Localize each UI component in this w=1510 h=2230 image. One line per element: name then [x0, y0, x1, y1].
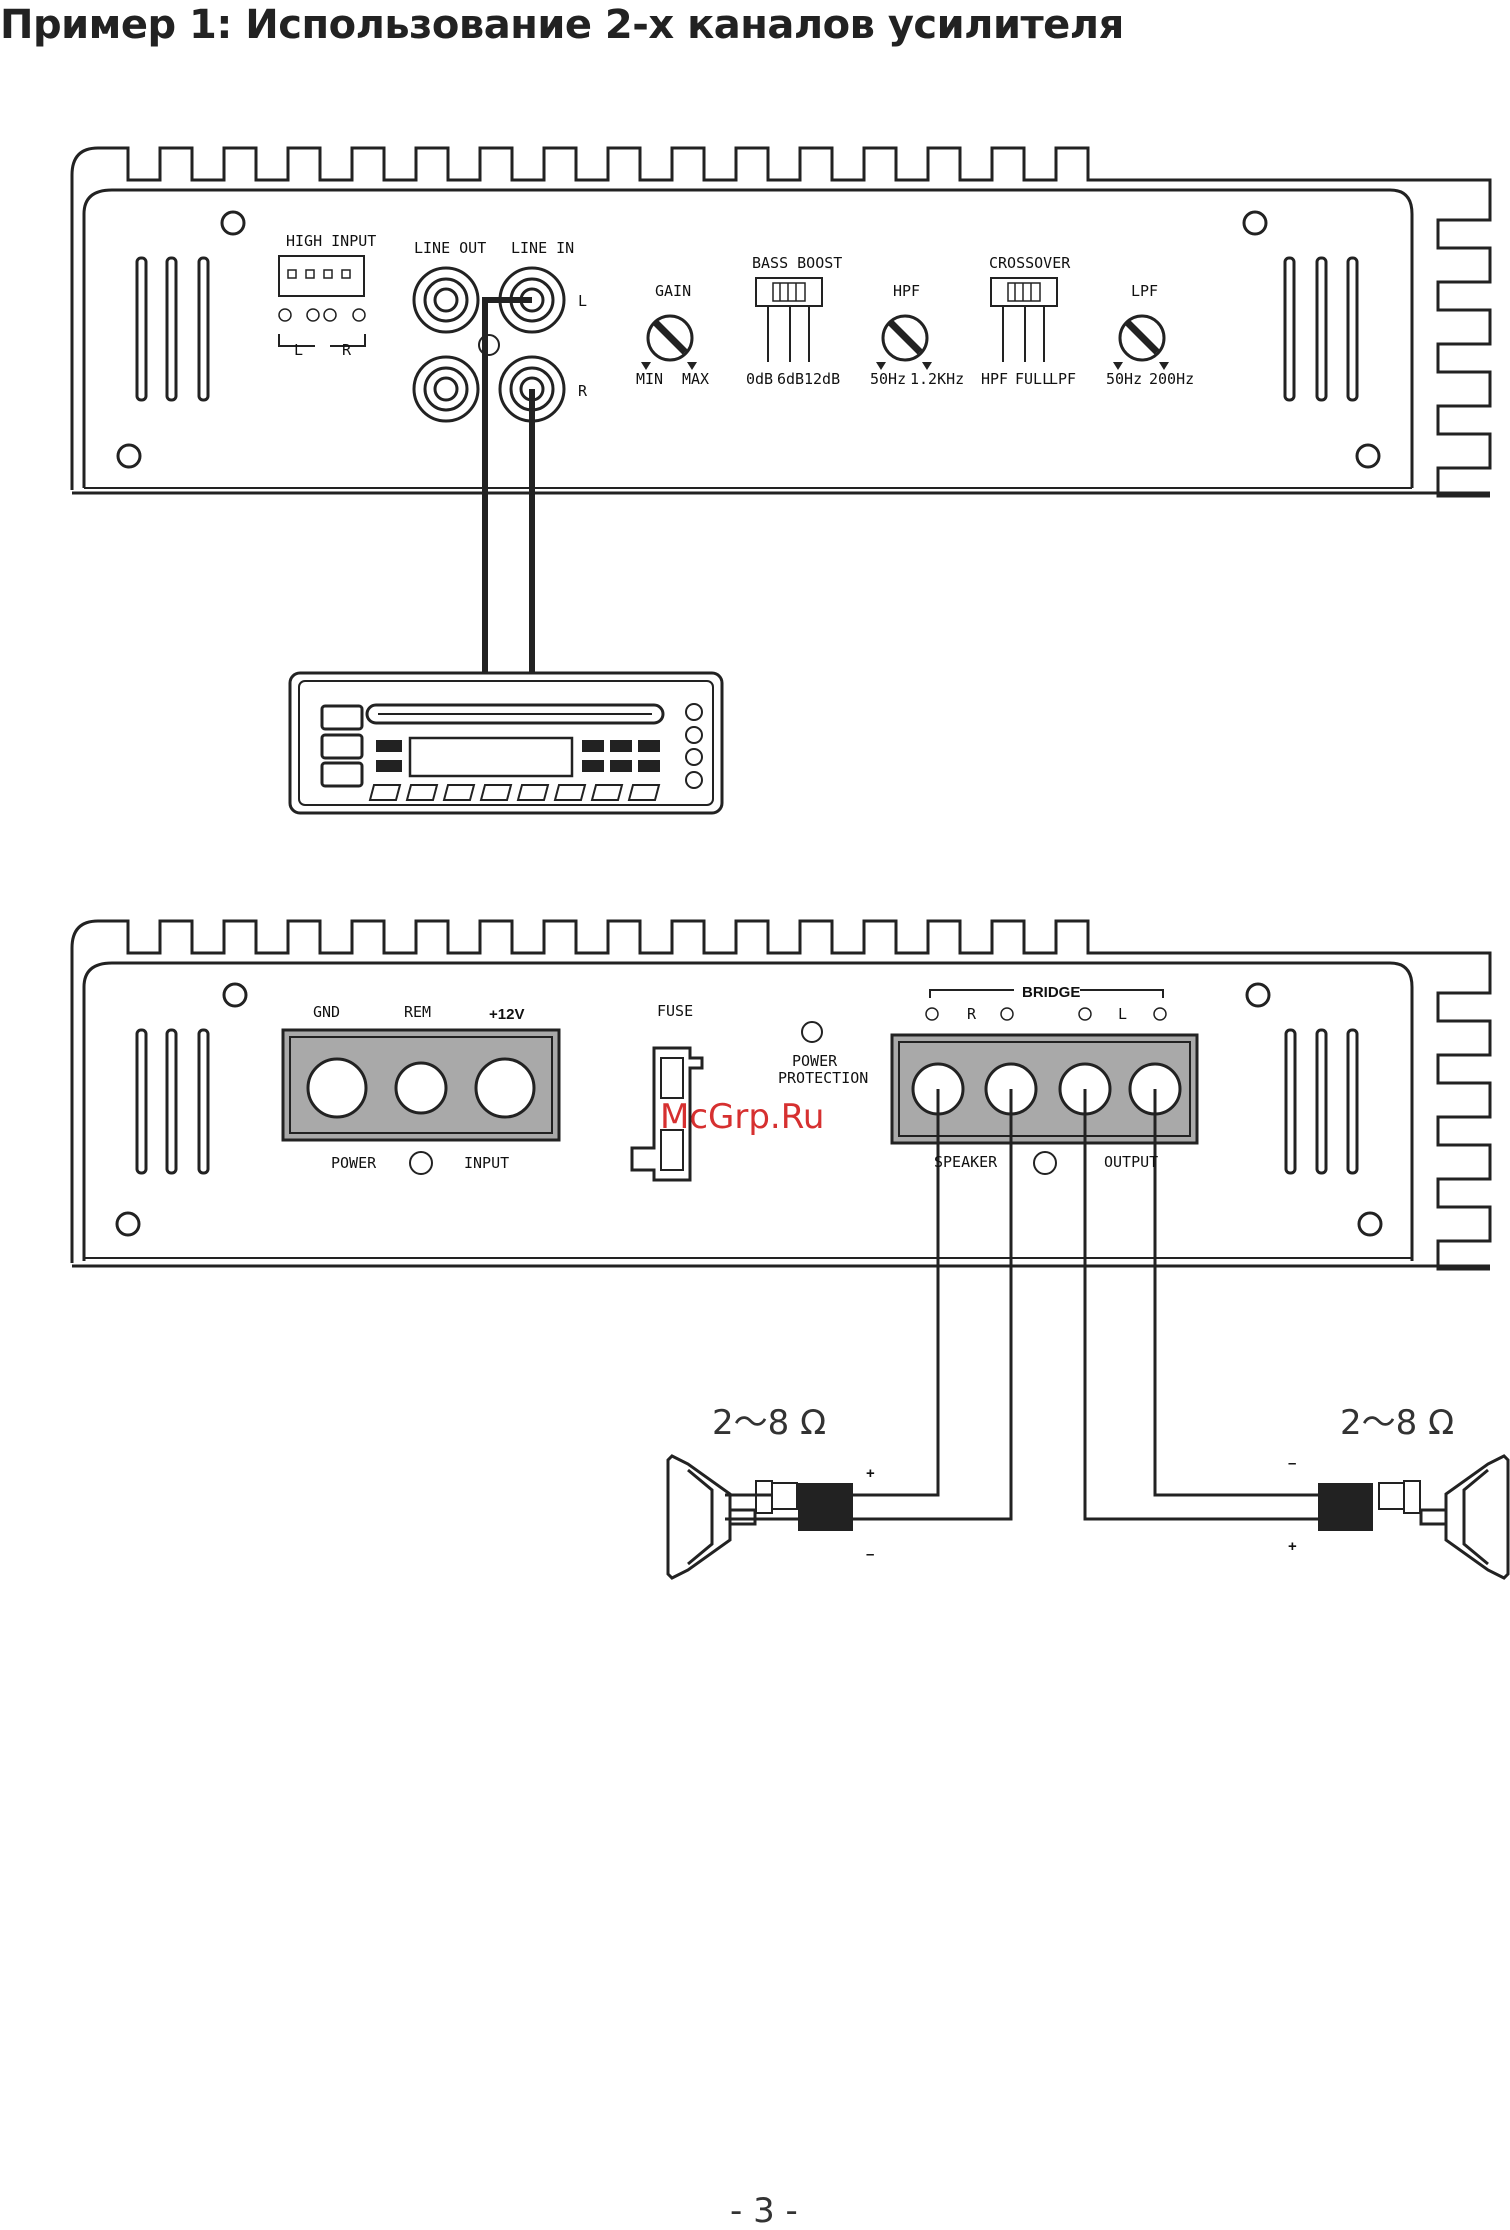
amplifier-top-panel [72, 148, 1490, 496]
gain-max-label: MAX [682, 370, 709, 388]
gain-label: GAIN [655, 282, 691, 300]
watermark: McGrp.Ru [660, 1097, 824, 1137]
plus-12v-label: +12V [489, 1006, 524, 1023]
speaker-left-icon [668, 1456, 797, 1578]
lpf-min-label: 50Hz [1106, 370, 1142, 388]
speaker-right-icon [1379, 1456, 1508, 1578]
high-input-r-label: R [342, 341, 352, 359]
crossover-label: CROSSOVER [989, 254, 1071, 272]
speaker-label: SPEAKER [934, 1153, 998, 1171]
left-plus-label: + [866, 1465, 875, 1482]
right-impedance-label: 2～8 Ω [1340, 1403, 1454, 1443]
lpf-max-label: 200Hz [1149, 370, 1194, 388]
left-impedance-label: 2～8 Ω [712, 1403, 826, 1443]
input-label: INPUT [464, 1154, 509, 1172]
high-input-label: HIGH INPUT [286, 232, 376, 250]
power-protection-label-1: POWER [792, 1052, 838, 1070]
page-number: - 3 - [730, 2191, 798, 2230]
hpf-max-label: 1.2KHz [910, 370, 964, 388]
power-protection-label-2: PROTECTION [778, 1069, 868, 1087]
line-in-label: LINE IN [511, 239, 574, 257]
crossover-full-label: FULL [1015, 370, 1051, 388]
lpf-label: LPF [1131, 282, 1158, 300]
bass-boost-0db-label: 0dB [746, 370, 773, 388]
bass-boost-6db-label: 6dB [777, 370, 804, 388]
rca-cables [485, 300, 532, 673]
line-out-label: LINE OUT [414, 239, 486, 257]
right-minus-label: – [1288, 1455, 1296, 1472]
speaker-r-label: R [967, 1005, 977, 1023]
rca-r-label: R [578, 382, 588, 400]
power-label: POWER [331, 1154, 377, 1172]
bass-boost-label: BASS BOOST [752, 254, 842, 272]
left-minus-label: – [866, 1546, 874, 1563]
protection-led-icon [802, 1022, 822, 1042]
high-input-l-label: L [294, 341, 303, 359]
right-plus-label: + [1288, 1538, 1297, 1555]
crossover-hpf-label: HPF [981, 370, 1008, 388]
gain-min-label: MIN [636, 370, 663, 388]
speaker-wires [725, 1089, 1318, 1519]
hpf-min-label: 50Hz [870, 370, 906, 388]
fuse-label: FUSE [657, 1002, 693, 1020]
rem-label: REM [404, 1003, 431, 1021]
crossover-lpf-label: LPF [1049, 370, 1076, 388]
speaker-l-label: L [1118, 1005, 1127, 1023]
bass-boost-12db-label: 12dB [804, 370, 840, 388]
hpf-label: HPF [893, 282, 920, 300]
bridge-label: BRIDGE [1022, 984, 1080, 1001]
gnd-label: GND [313, 1003, 340, 1021]
output-label: OUTPUT [1104, 1153, 1158, 1171]
rca-l-label: L [578, 292, 587, 310]
